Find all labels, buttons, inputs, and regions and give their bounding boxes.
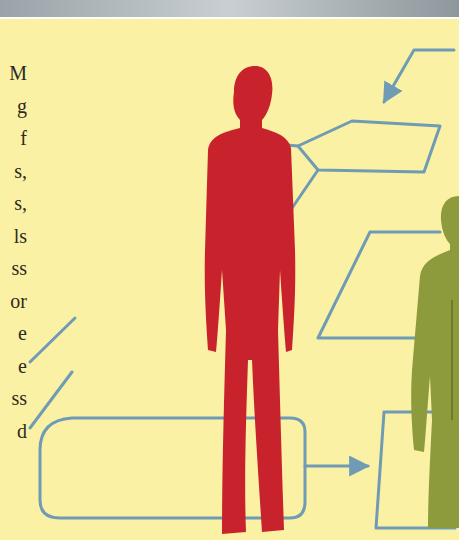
text-fragment: ss	[0, 387, 27, 409]
flow-arrow	[305, 465, 368, 468]
text-fragment: ss	[0, 257, 27, 279]
strip-border	[0, 17, 459, 19]
diamond-outline	[298, 121, 440, 172]
text-fragment: M	[0, 62, 27, 84]
callout-arrow	[384, 50, 454, 102]
connector-line	[30, 318, 75, 362]
text-fragment: s,	[0, 192, 27, 214]
text-fragment: g	[0, 95, 27, 117]
text-fragment: or	[0, 290, 27, 312]
man-silhouette-green	[411, 196, 459, 528]
man-silhouette-red	[205, 66, 296, 534]
text-fragment: e	[0, 322, 27, 344]
text-fragment: d	[0, 420, 27, 442]
text-fragment: e	[0, 355, 27, 377]
photo-strip	[0, 0, 459, 18]
arm-contour	[451, 300, 453, 420]
text-fragment: ls	[0, 225, 27, 247]
text-fragment: s,	[0, 160, 27, 182]
text-fragment: f	[0, 127, 27, 149]
